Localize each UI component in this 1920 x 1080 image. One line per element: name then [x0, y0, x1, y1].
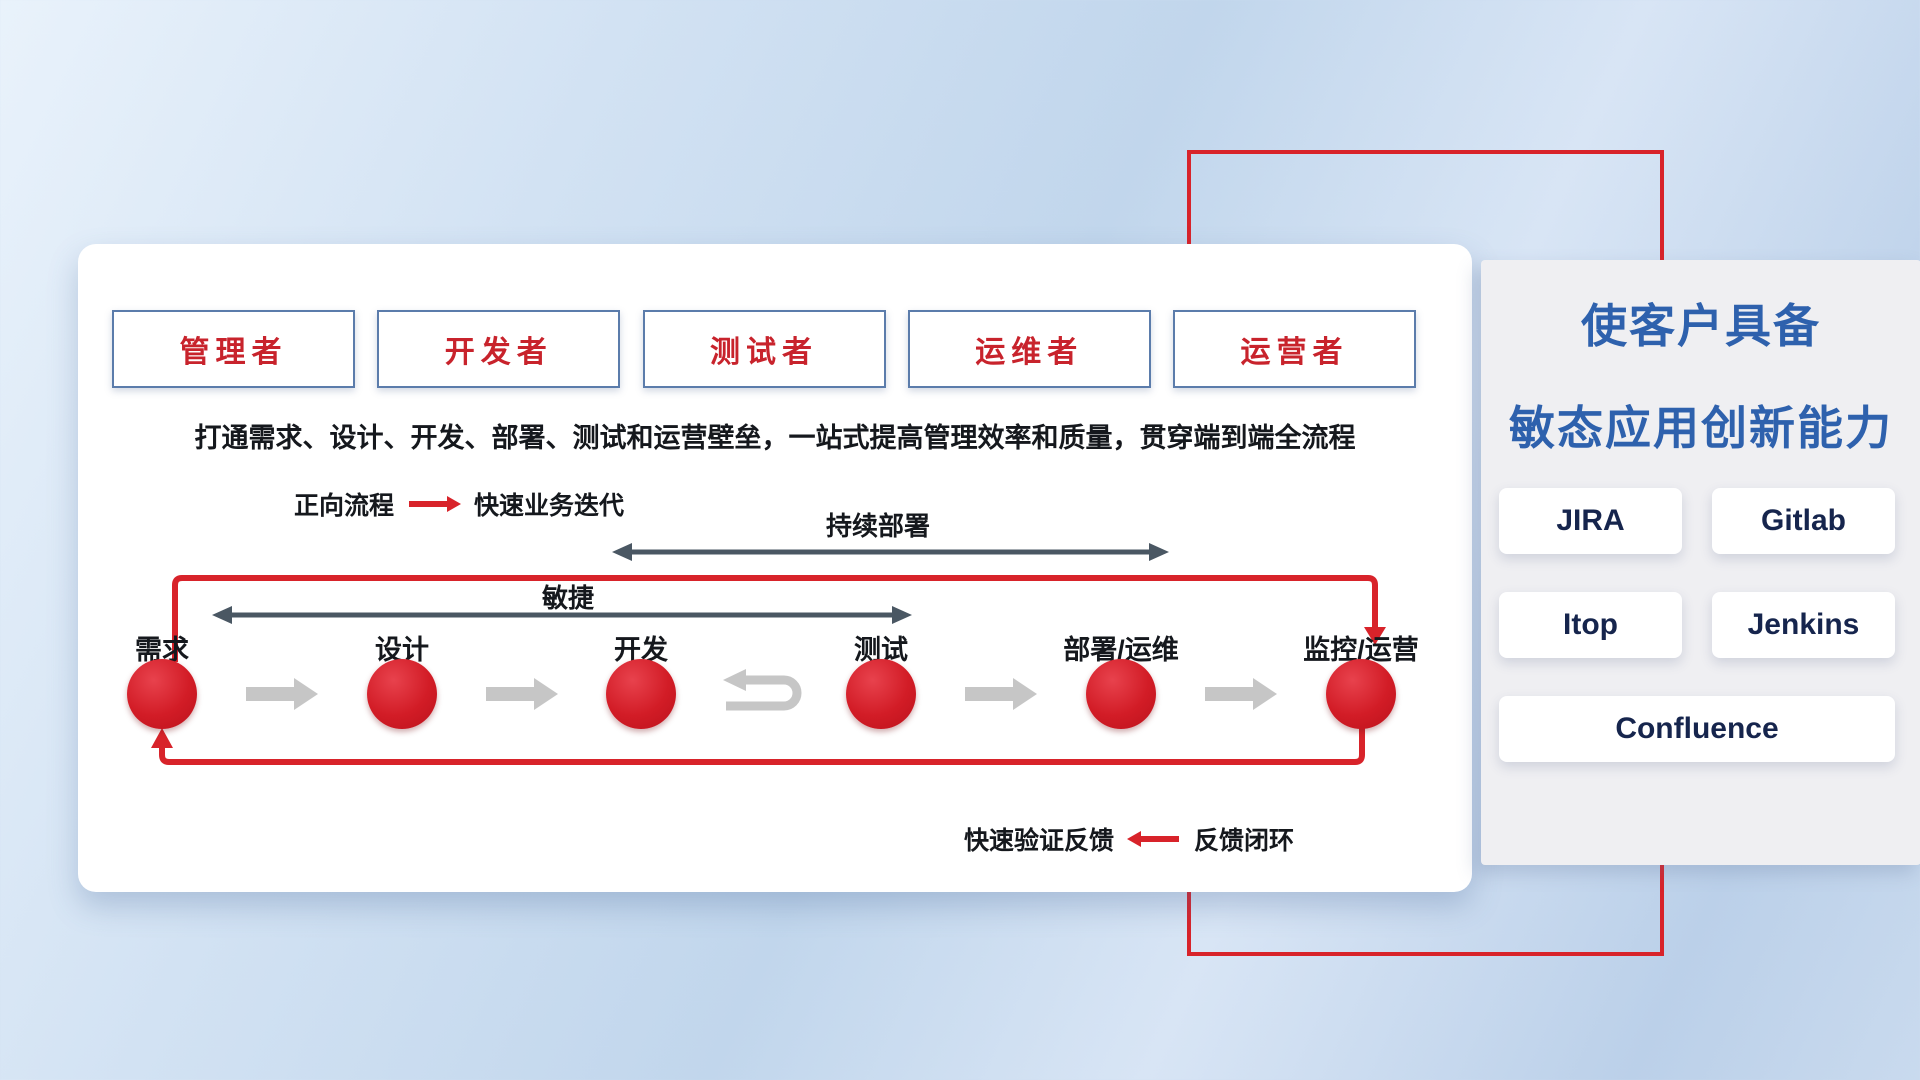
devops-flow-panel: 管理者 开发者 测试者 运维者 运营者 打通需求、设计、开发、部署、测试和运营壁…	[78, 244, 1472, 892]
feedback-flow-line	[151, 724, 1365, 765]
role-label: 开发者	[444, 336, 553, 369]
tool-box-gitlab: Gitlab	[1712, 488, 1895, 554]
stage-node-develop	[606, 659, 676, 729]
red-arrow-right-icon	[409, 496, 462, 512]
stage-arrow-icons	[246, 678, 1277, 710]
stage-node-monitor	[1326, 659, 1396, 729]
role-box-developer: 开发者	[377, 310, 621, 388]
tool-box-confluence: Confluence	[1499, 696, 1895, 762]
role-box-ops: 运维者	[907, 310, 1151, 388]
feedback-legend-value: 反馈闭环	[1194, 827, 1295, 855]
roles-row: 管理者 开发者 测试者 运维者 运营者	[112, 310, 1416, 388]
capability-panel: 使客户具备 敏态应用创新能力 JIRA Gitlab Itop Jenkins …	[1481, 260, 1920, 865]
capability-title-line1: 使客户具备	[1581, 300, 1821, 352]
stage-arrow-icon	[1205, 678, 1277, 710]
iteration-arrow-icon	[723, 669, 802, 711]
role-label: 运营者	[1240, 336, 1349, 369]
forward-legend-label: 正向流程	[294, 492, 395, 520]
stage-node-test	[846, 659, 916, 729]
role-label: 运维者	[975, 336, 1084, 369]
red-arrow-left-icon	[1127, 831, 1180, 847]
tools-grid: JIRA Gitlab Itop Jenkins Confluence	[1499, 488, 1895, 762]
capability-title-line2: 敏态应用创新能力	[1509, 402, 1893, 454]
continuous-deploy-double-arrow-icon	[612, 543, 1169, 561]
forward-legend-value: 快速业务迭代	[474, 492, 625, 520]
role-box-tester: 测试者	[642, 310, 886, 388]
stage-node-design	[367, 659, 437, 729]
role-label: 测试者	[710, 336, 818, 369]
continuous-deploy-label: 持续部署	[825, 511, 931, 541]
role-box-manager: 管理者	[112, 310, 355, 388]
stage-node-deploy-ops	[1086, 659, 1156, 729]
role-label: 管理者	[179, 336, 288, 369]
forward-legend: 正向流程 快速业务迭代	[294, 486, 624, 522]
stage-arrow-icon	[246, 678, 318, 710]
tool-box-jenkins: Jenkins	[1712, 592, 1895, 658]
tool-box-jira: JIRA	[1499, 488, 1682, 554]
role-box-operator: 运营者	[1173, 310, 1416, 388]
forward-flow-line	[172, 575, 1386, 662]
panel-subtitle: 打通需求、设计、开发、部署、测试和运营壁垒，一站式提高管理效率和质量，贯穿端到端…	[194, 423, 1356, 453]
feedback-legend: 快速验证反馈 反馈闭环	[964, 821, 1294, 857]
tool-box-itop: Itop	[1499, 592, 1682, 658]
agile-label: 敏捷	[541, 583, 595, 613]
feedback-legend-label: 快速验证反馈	[964, 827, 1115, 855]
stage-node-requirements	[127, 659, 197, 729]
agile-double-arrow-icon	[212, 606, 912, 624]
flow-diagram-lines	[151, 543, 1386, 765]
stage-arrow-icon	[486, 678, 558, 710]
stage-arrow-icon	[965, 678, 1037, 710]
